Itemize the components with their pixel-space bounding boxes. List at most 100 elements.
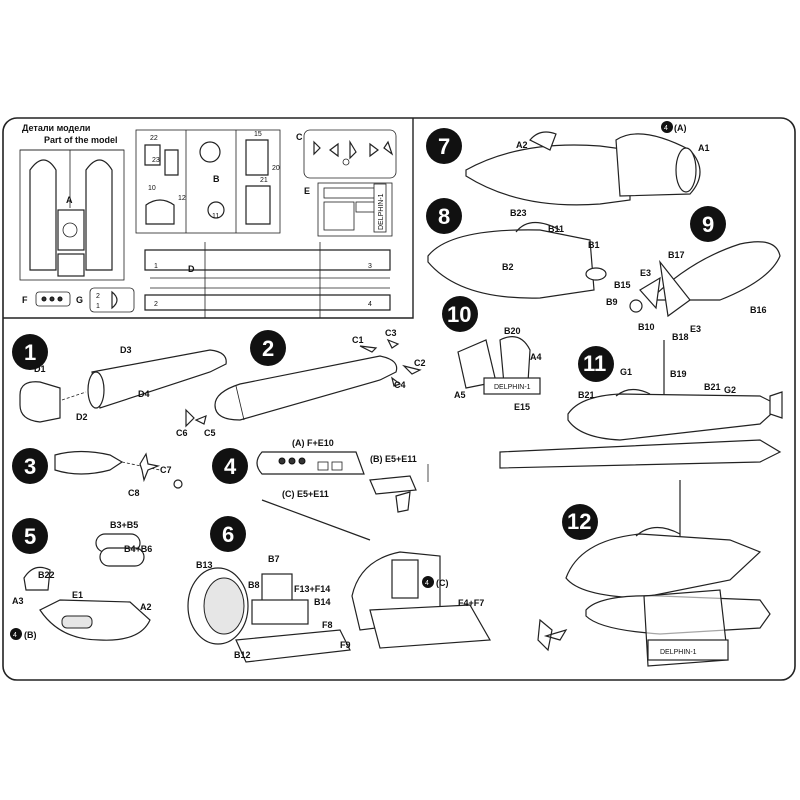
sprue-a-label: A — [66, 195, 73, 205]
step-9-label-b10: B10 — [638, 322, 655, 332]
step-6-badge — [210, 516, 246, 552]
step-11-label-b21a: B21 — [578, 390, 595, 400]
step-3-label-c8: C8 — [128, 488, 140, 498]
parts-title-ru: Детали модели — [22, 123, 90, 133]
step-9-label-e3b: E3 — [690, 324, 701, 334]
step-9-label-e3a: E3 — [640, 268, 651, 278]
step-4-label-a: (A) F+E10 — [292, 438, 334, 448]
step-7: 7 A2 4 (A) A1 — [426, 121, 710, 206]
sprue-g-label: G — [76, 295, 83, 305]
step-6-label-b14: B14 — [314, 597, 331, 607]
step-5-label-e1: E1 — [72, 590, 83, 600]
sprue-b: B 22 23 10 12 15 20 21 11 — [135, 129, 281, 234]
step-11-label-g2: G2 — [724, 385, 736, 395]
step-5-label-b3b5: B3+B5 — [110, 520, 138, 530]
step-10: 10 DELPHIN-1 B20 A4 A5 E15 — [442, 296, 542, 412]
step-3: 3 C7 C8 — [12, 448, 183, 498]
sheet-frame — [2, 117, 796, 681]
step-11-label-g1: G1 — [620, 367, 632, 377]
sprue-b-num-15: 15 — [254, 131, 262, 138]
step-1-label-d3: D3 — [120, 345, 132, 355]
step-5-label-a3: A3 — [12, 596, 24, 606]
step-8-badge — [426, 198, 462, 234]
step-6-label-f8: F8 — [322, 620, 333, 630]
sprue-d: D 1 2 3 4 — [144, 242, 391, 318]
sprue-d-num-3: 3 — [368, 263, 372, 270]
step-3-badge — [12, 448, 48, 484]
step-5-label-ref: (B) — [24, 630, 37, 640]
sprue-e: E DELPHIN-1 — [304, 182, 393, 237]
step-4-badge — [212, 448, 248, 484]
step-6-label-b7: B7 — [268, 554, 280, 564]
sprue-d-num-4: 4 — [368, 301, 372, 308]
sprue-b-num-21: 21 — [260, 177, 268, 184]
step-1-label-d1: D1 — [34, 364, 46, 374]
step-7-number: 7 — [438, 134, 450, 159]
step-5-number: 5 — [24, 524, 36, 549]
step-11-label-b19: B19 — [670, 369, 687, 379]
step-9-badge — [690, 206, 726, 242]
parts-panel-border — [3, 118, 414, 319]
step-9-label-b17: B17 — [668, 250, 685, 260]
sprue-b-num-20: 20 — [272, 165, 280, 172]
parts-title-en: Part of the model — [44, 135, 118, 145]
step-2-label-c1: C1 — [352, 335, 364, 345]
step-10-label-a5: A5 — [454, 390, 466, 400]
step-6-label-f9: F9 — [340, 640, 351, 650]
step-10-badge — [442, 296, 478, 332]
step-9: 9 B17 E3 B15 B9 B10 B18 E3 B16 — [606, 206, 781, 342]
step-10-label-b20: B20 — [504, 326, 521, 336]
step-5-badge — [12, 518, 48, 554]
step-8-label-b1: B1 — [588, 240, 600, 250]
step-11: 11 G1 B19 B21 B21 G2 — [499, 340, 783, 469]
step-4-label-b: (B) E5+E11 — [370, 454, 417, 464]
sprue-f: F — [22, 291, 71, 307]
step-12-number: 12 — [567, 509, 591, 534]
step-11-label-b21b: B21 — [704, 382, 721, 392]
step-9-label-b15: B15 — [614, 280, 631, 290]
step-3-number: 3 — [24, 454, 36, 479]
step-9-label-b9: B9 — [606, 297, 618, 307]
step-7-label-ref: (A) — [674, 123, 687, 133]
step-8-label-b11: B11 — [548, 224, 564, 234]
sprue-b-num-23: 23 — [152, 157, 160, 164]
step-8: 8 B23 B11 B1 B2 — [426, 198, 607, 299]
step-1-label-d4: D4 — [138, 389, 150, 399]
step-8-label-b23: B23 — [510, 208, 527, 218]
step-12: 12 DELPHIN-1 — [537, 480, 771, 667]
step-4-number: 4 — [224, 454, 237, 479]
sprue-g-num-2: 1 — [96, 303, 100, 310]
sprue-b-label: B — [213, 174, 220, 184]
step-2-label-c6: C6 — [176, 428, 188, 438]
step-10-label-e15: E15 — [514, 402, 530, 412]
step-4-label-c: (C) E5+E11 — [282, 489, 329, 499]
sprue-g: G 2 1 — [76, 287, 135, 313]
step-5-label-a2: A2 — [140, 602, 152, 612]
step-5-ref-num: 4 — [13, 632, 17, 639]
step-2: 2 C1 C3 C2 C4 C6 C5 — [176, 328, 426, 438]
step-3-label-c7: C7 — [160, 465, 172, 475]
step-6-number: 6 — [222, 522, 234, 547]
step-6-label-b8: B8 — [248, 580, 260, 590]
step-11-badge — [578, 346, 614, 382]
sprue-f-label: F — [22, 295, 28, 305]
sprue-c-label: C — [296, 132, 303, 142]
step-10-number: 10 — [447, 302, 471, 327]
step-1: 1 D3 D1 D2 D4 — [12, 334, 227, 423]
step-2-label-c4: C4 — [394, 380, 406, 390]
step-7-ref-num: 4 — [664, 125, 668, 132]
sprue-d-num-1: 1 — [154, 263, 158, 270]
step-6-label-ref: (C) — [436, 578, 449, 588]
sprue-g-num-1: 2 — [96, 293, 100, 300]
step-2-label-c5: C5 — [204, 428, 216, 438]
step-7-label-a2: A2 — [516, 140, 528, 150]
step-4: 4 (A) F+E10 (B) E5+E11 (C) E5+E11 — [212, 438, 429, 541]
sprue-b-num-12: 12 — [178, 195, 186, 202]
step-6-label-f13f14: F13+F14 — [294, 584, 330, 594]
step-6-label-b12: B12 — [234, 650, 251, 660]
sprue-b-num-22: 22 — [150, 135, 158, 142]
step-12-decal-text: DELPHIN-1 — [660, 649, 697, 656]
step-1-number: 1 — [24, 340, 36, 365]
step-7-label-a1: A1 — [698, 143, 710, 153]
